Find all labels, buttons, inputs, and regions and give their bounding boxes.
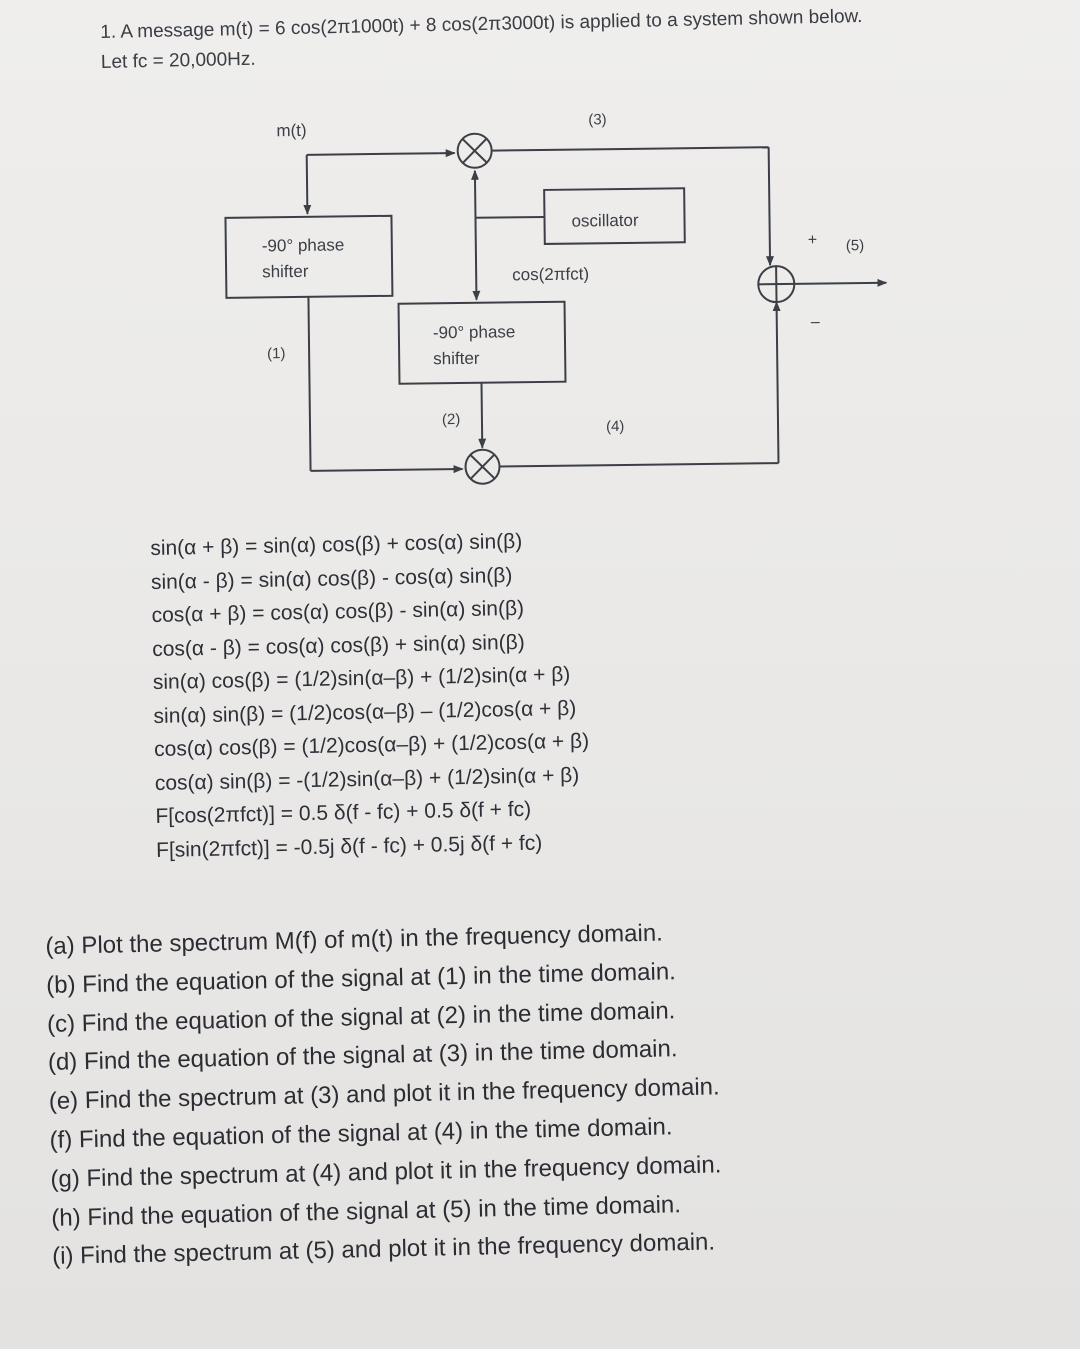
- phase-shifter-2-line2: shifter: [433, 349, 480, 369]
- point-2-label: (2): [442, 411, 461, 428]
- path-1-line: [307, 296, 312, 471]
- block-diagram: m(t) -90° phase shifter oscillator cos(2…: [224, 111, 888, 485]
- path-1-arrow: [310, 465, 464, 474]
- phase-shifter-1-box: [224, 214, 394, 299]
- oscillator-output-line: [475, 215, 545, 219]
- phase-shifter-1-line1: -90° phase: [262, 235, 345, 255]
- output-5-arrow: [794, 278, 888, 287]
- point-5-label: (5): [846, 237, 865, 254]
- trig-identities: sin(α + β) = sin(α) cos(β) + cos(α) sin(…: [150, 519, 856, 867]
- carrier-to-top-multiplier: [471, 169, 480, 218]
- point-3-label: (3): [588, 111, 607, 128]
- question-list: (a) Plot the spectrum M(f) of m(t) in th…: [45, 907, 1032, 1277]
- oscillator-label: oscillator: [571, 211, 639, 231]
- path-2-arrow: [478, 382, 487, 449]
- input-line: [306, 152, 439, 156]
- summer-plus-sign: +: [808, 232, 818, 249]
- carrier-to-shifter-2: [472, 217, 481, 301]
- top-output-line: [491, 146, 769, 152]
- phase-shifter-1-line2: shifter: [262, 262, 309, 282]
- phase-shifter-2-box: [397, 300, 567, 385]
- multiplier-top: [456, 132, 493, 169]
- summer: [757, 265, 796, 304]
- top-to-summer-arrow: [765, 147, 774, 267]
- input-to-shifter-arrow: [303, 154, 312, 215]
- point-4-label: (4): [606, 418, 625, 435]
- bottom-to-summer-arrow: [772, 301, 781, 464]
- bottom-output-line: [499, 462, 779, 468]
- phase-shifter-2-line1: -90° phase: [433, 322, 516, 342]
- summer-minus-sign: –: [811, 314, 820, 331]
- carrier-label: cos(2πfct): [512, 264, 589, 284]
- input-label: m(t): [276, 121, 306, 140]
- point-1-label: (1): [267, 345, 286, 362]
- multiplier-bottom: [464, 448, 501, 485]
